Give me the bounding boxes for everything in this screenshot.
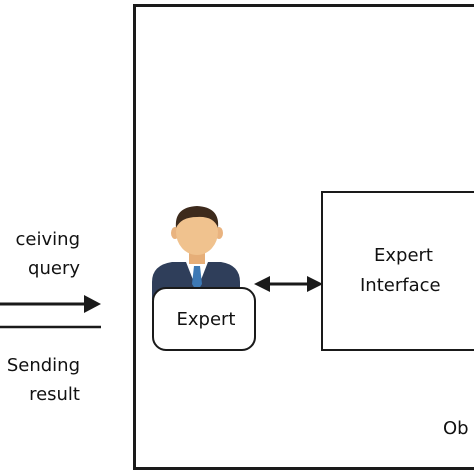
expert-interface-double-arrow — [254, 276, 323, 292]
sending-label-line2: result — [29, 384, 80, 405]
expert-interface-label-line2: Interface — [360, 275, 441, 296]
receiving-label-line2: query — [28, 258, 80, 279]
system-boundary-box — [133, 4, 474, 470]
expert-interface-box — [321, 191, 474, 351]
expert-person-icon — [152, 206, 240, 300]
sending-label-line1: Sending — [6, 355, 80, 376]
expert-node: Expert — [152, 287, 256, 351]
receiving-query-arrow — [0, 295, 101, 313]
expert-interface-label-line1: Expert — [374, 245, 433, 266]
receiving-label-line1: ceiving — [15, 229, 80, 250]
truncated-label: Ob — [443, 418, 469, 439]
expert-label: Expert — [176, 309, 236, 330]
